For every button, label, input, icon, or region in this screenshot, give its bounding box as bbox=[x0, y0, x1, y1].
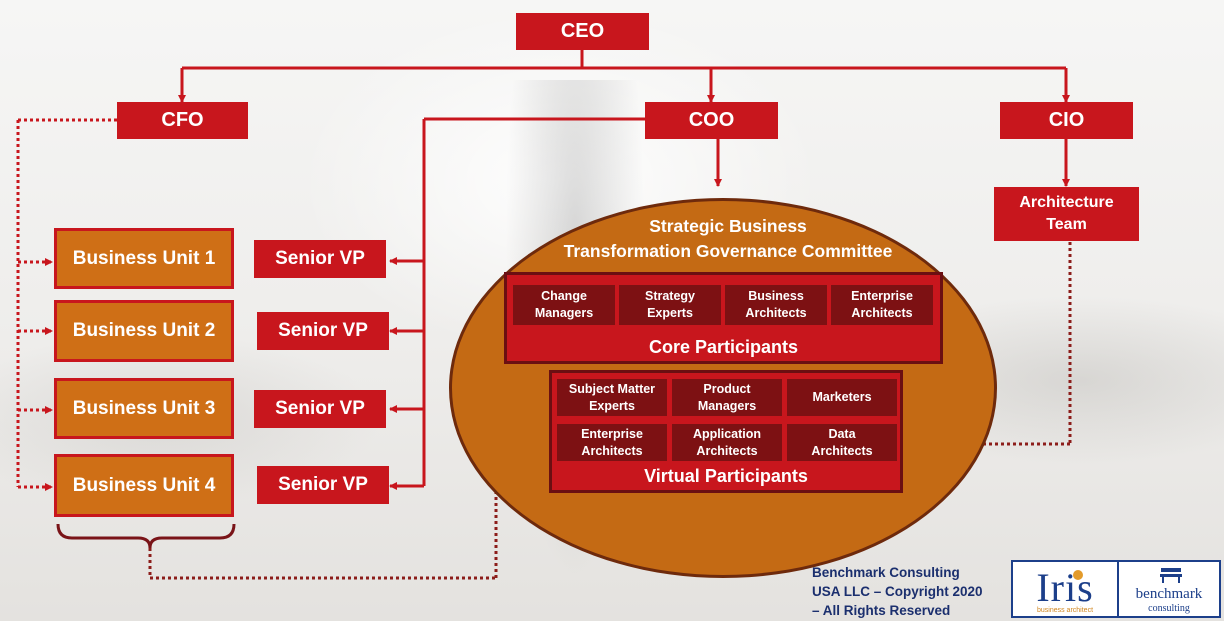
iris-logo-subtitle: business architect bbox=[1036, 607, 1094, 614]
iris-logo-word: Iris bbox=[1036, 565, 1094, 610]
core-member-line: Experts bbox=[647, 306, 693, 320]
core-member-line: Change bbox=[541, 289, 587, 303]
virtual-participants-label: Virtual Participants bbox=[644, 466, 808, 486]
copyright-line-2: USA LLC – Copyright 2020 bbox=[812, 584, 983, 599]
copyright-line-1: Benchmark Consulting bbox=[812, 565, 960, 580]
business-unit-4: Business Unit 4 bbox=[54, 454, 234, 517]
virtual-member-line: Architects bbox=[581, 443, 643, 458]
committee-title-line-2: Transformation Governance Committee bbox=[563, 241, 893, 261]
virtual-member-line: Product bbox=[703, 381, 751, 396]
virtual-member-line: Application bbox=[692, 426, 762, 441]
copyright-text: Benchmark Consulting USA LLC – Copyright… bbox=[812, 563, 983, 620]
senior-vp-4: Senior VP bbox=[257, 466, 389, 504]
core-member-line: Managers bbox=[534, 306, 594, 320]
senior-vp-3: Senior VP bbox=[254, 390, 386, 428]
core-member-line: Architects bbox=[851, 306, 913, 320]
core-member-line: Architects bbox=[745, 306, 807, 320]
cfo-box: CFO bbox=[117, 102, 248, 139]
ceo-box: CEO bbox=[516, 13, 649, 50]
virtual-member-line: Marketers bbox=[812, 390, 872, 404]
business-unit-3: Business Unit 3 bbox=[54, 378, 234, 439]
virtual-member-line: Data bbox=[828, 426, 856, 441]
coo-box: COO bbox=[645, 102, 778, 139]
virtual-member-line: Experts bbox=[589, 398, 635, 413]
virtual-member-marketers: Marketers bbox=[787, 379, 897, 416]
iris-dot-icon bbox=[1073, 570, 1083, 580]
committee-title: Strategic Business Transformation Govern… bbox=[500, 214, 956, 264]
virtual-member-line: Architects bbox=[696, 443, 758, 458]
core-member-line: Strategy bbox=[644, 289, 696, 303]
iris-logo: Iris business architect bbox=[1013, 562, 1119, 616]
bench-icon bbox=[1160, 568, 1182, 583]
core-member-line: Business bbox=[748, 289, 804, 303]
virtual-member-line: Enterprise bbox=[581, 426, 643, 441]
benchmark-logo: benchmark consulting bbox=[1119, 562, 1219, 616]
copyright-line-3: – All Rights Reserved bbox=[812, 603, 951, 618]
business-unit-2: Business Unit 2 bbox=[54, 300, 234, 362]
architecture-team-box: Architecture Team bbox=[994, 187, 1139, 241]
cio-box: CIO bbox=[1000, 102, 1133, 139]
company-logos: Iris business architect benchmark consul… bbox=[1011, 560, 1221, 618]
core-participants-label: Core Participants bbox=[648, 337, 799, 357]
benchmark-logo-subtitle: consulting bbox=[1148, 603, 1190, 614]
virtual-member-line: Managers bbox=[697, 398, 757, 413]
virtual-member-line: Architects bbox=[811, 443, 873, 458]
committee-title-line-1: Strategic Business bbox=[649, 216, 807, 236]
senior-vp-2: Senior VP bbox=[257, 312, 389, 350]
core-member-line: Enterprise bbox=[851, 289, 913, 303]
virtual-member-line: Subject Matter bbox=[568, 381, 656, 396]
business-unit-1: Business Unit 1 bbox=[54, 228, 234, 289]
benchmark-logo-word: benchmark bbox=[1135, 586, 1203, 602]
senior-vp-1: Senior VP bbox=[254, 240, 386, 278]
